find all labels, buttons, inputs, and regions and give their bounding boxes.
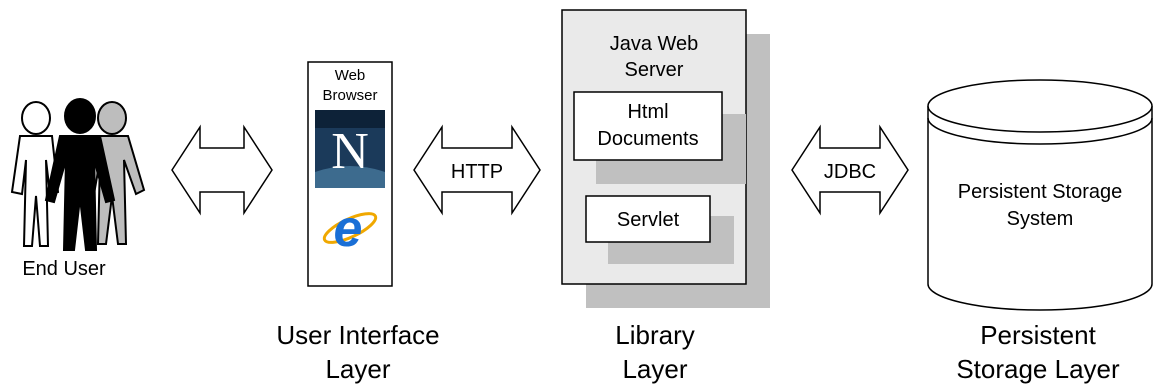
end-user-label: End User [22,258,106,280]
servlet-box [585,195,711,243]
internet-explorer-e-icon: e [322,200,378,258]
server-title-line2: Server [625,59,684,81]
persistent-layer-line1: Persistent [980,320,1096,350]
browser-title-line2: Browser [322,87,377,104]
persistent-storage-cylinder [927,79,1153,311]
http-label: HTTP [451,161,503,183]
library-layer-line1: Library [615,320,694,350]
netscape-n-icon: N [315,110,385,188]
double-arrow-user-browser [171,124,273,216]
ie-letter: e [334,200,363,258]
server-title-line1: Java Web [610,33,699,55]
html-docs-line1: Html [627,101,668,123]
html-docs-line2: Documents [597,128,698,150]
http-double-arrow [413,124,541,216]
ui-layer-line2: Layer [325,354,390,384]
jdbc-double-arrow [791,124,909,216]
web-browser-box: Web Browser N e [307,61,393,287]
storage-line2: System [1007,208,1074,230]
people-group-icon [10,98,146,251]
persistent-layer-line2: Storage Layer [956,354,1120,384]
person-black-icon [44,98,116,251]
html-documents-box [573,91,723,161]
library-layer-line2: Layer [622,354,687,384]
storage-line1: Persistent Storage [958,181,1123,203]
netscape-letter: N [331,123,369,180]
java-web-server: Java Web Server Html Documents Servlet [561,9,770,308]
ui-layer-line1: User Interface [276,320,439,350]
browser-title-line1: Web [335,67,366,84]
servlet-label: Servlet [617,209,680,231]
jdbc-label: JDBC [824,161,876,183]
